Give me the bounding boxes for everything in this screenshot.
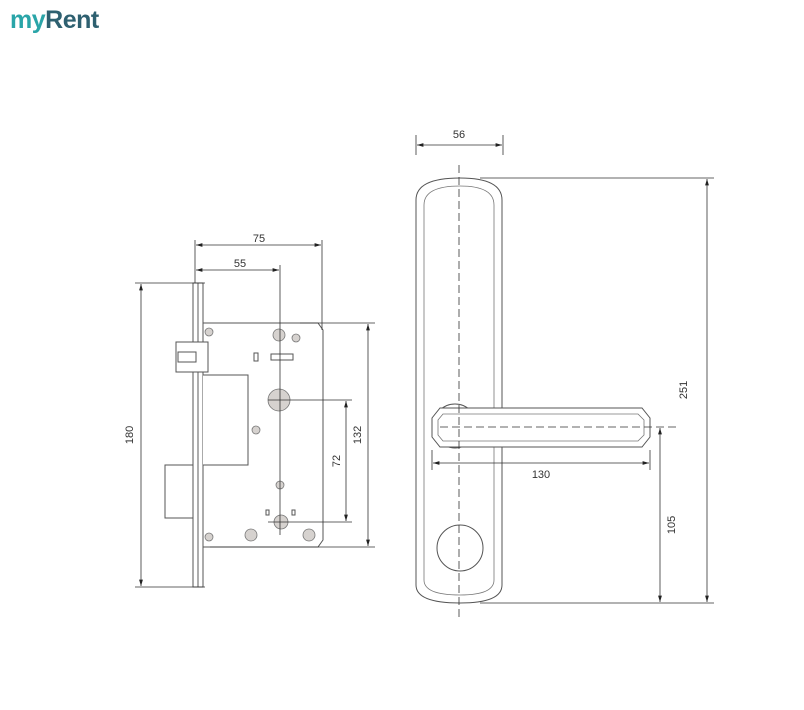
cylinder-hole-handle	[436, 524, 484, 572]
dim-72: 72	[331, 455, 343, 467]
dim-75: 75	[253, 233, 265, 245]
handle-drawing	[415, 165, 676, 620]
inner-cutout	[203, 374, 249, 466]
dim-56: 56	[453, 129, 465, 141]
mortise-lock-drawing	[164, 282, 324, 588]
myrent-logo: myRent	[10, 6, 99, 35]
lever	[431, 407, 651, 448]
dim-132: 132	[352, 426, 364, 444]
deadbolt	[164, 464, 194, 519]
dim-105: 105	[666, 516, 678, 534]
dim-180: 180	[124, 426, 136, 444]
dim-55: 55	[234, 258, 246, 270]
handle-dimensions: 56 251 130 105	[415, 129, 714, 604]
logo-rent: Rent	[45, 6, 99, 34]
mortise-dimensions: 75 55 180 132 72	[124, 233, 375, 588]
dim-130: 130	[532, 469, 550, 481]
dim-251: 251	[678, 381, 690, 399]
escutcheon	[415, 177, 503, 604]
logo-my: my	[10, 6, 46, 34]
